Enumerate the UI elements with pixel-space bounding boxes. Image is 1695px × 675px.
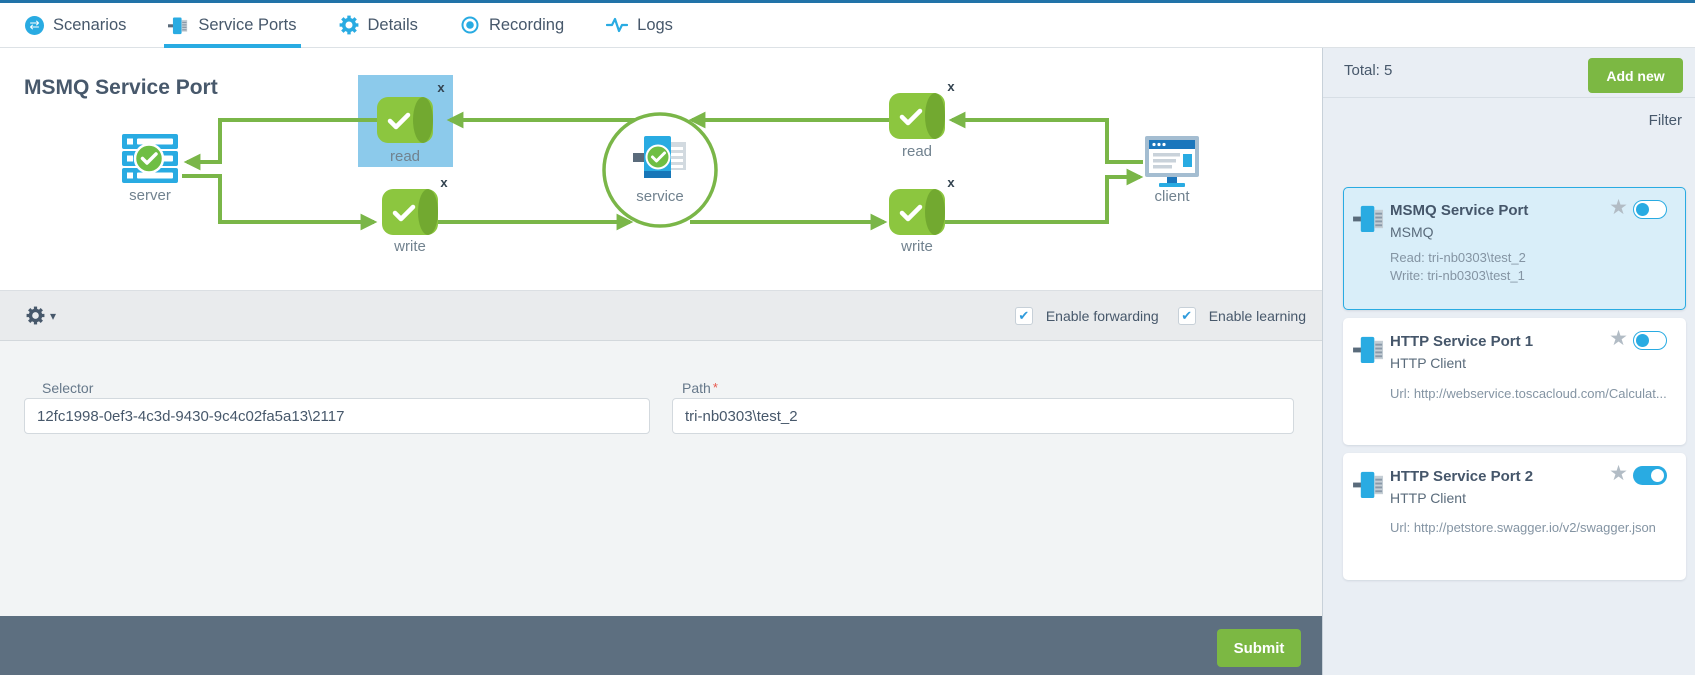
required-asterisk: *	[712, 380, 718, 395]
checkbox-check-icon: ✔	[1181, 308, 1193, 323]
toggle-knob	[1636, 333, 1649, 347]
client-icon	[1145, 136, 1199, 187]
service-port-card-http-2[interactable]: HTTP Service Port 2 HTTP Client Url: htt…	[1343, 453, 1686, 580]
diagram-toolbar: ▾ ✔ Enable forwarding ✔ Enable learning	[0, 290, 1322, 341]
server-icon	[120, 132, 180, 185]
flow-arrows	[182, 111, 1144, 231]
footer-bar: Submit	[0, 616, 1322, 675]
tab-label: Logs	[637, 15, 673, 34]
favorite-star-icon[interactable]: ★	[1609, 327, 1628, 350]
pulse-icon	[606, 17, 629, 33]
card-title: HTTP Service Port 2	[1390, 468, 1534, 485]
card-subtitle: HTTP Client	[1390, 355, 1466, 371]
queue-icon	[889, 93, 945, 139]
read-queue-left-node[interactable]: read	[377, 97, 433, 165]
record-icon	[461, 16, 479, 34]
card-write-path: Write: tri-nb0303\test_1	[1390, 268, 1525, 283]
selector-label: Selector	[42, 380, 94, 396]
service-port-plug-icon	[1353, 336, 1384, 364]
window-top-strip	[0, 0, 1695, 3]
write-right-label: write	[900, 238, 933, 255]
port-enabled-toggle[interactable]	[1633, 200, 1667, 219]
gear-icon	[26, 306, 45, 325]
remove-read-left-button[interactable]: x	[437, 80, 445, 95]
service-port-plug-icon	[1353, 471, 1384, 499]
arrow-write-right-to-client	[945, 168, 1144, 224]
service-label: service	[636, 188, 684, 205]
tab-logs[interactable]: Logs	[606, 3, 673, 48]
service-port-diagram: service server read x write x re	[120, 75, 1199, 255]
tab-label: Service Ports	[198, 15, 297, 34]
gear-icon	[338, 15, 359, 35]
filter-toggle[interactable]: Filter	[1648, 112, 1682, 129]
read-right-label: read	[902, 143, 932, 160]
checkbox-check-icon: ✔	[1018, 308, 1030, 323]
service-port-card-http-1[interactable]: HTTP Service Port 1 HTTP Client Url: htt…	[1343, 318, 1686, 445]
service-port-plug-icon	[1353, 205, 1384, 233]
card-title: HTTP Service Port 1	[1390, 333, 1534, 350]
read-queue-right-node[interactable]: read	[889, 93, 945, 160]
queue-icon	[889, 189, 945, 235]
tab-label: Recording	[488, 15, 565, 34]
enable-forwarding-label: Enable forwarding	[1045, 307, 1159, 324]
path-input[interactable]	[672, 398, 1294, 434]
port-enabled-toggle[interactable]	[1633, 331, 1667, 350]
favorite-star-icon[interactable]: ★	[1609, 462, 1628, 485]
toggle-knob	[1651, 469, 1664, 482]
enable-learning-label: Enable learning	[1208, 307, 1306, 324]
service-port-canvas: MSMQ Service Port service	[0, 48, 1322, 290]
total-count: Total: 5	[1344, 62, 1393, 79]
tab-recording[interactable]: Recording	[460, 3, 564, 48]
sidebar-divider	[1323, 97, 1695, 98]
read-left-label: read	[390, 148, 420, 165]
arrow-server-to-write-left	[182, 174, 378, 231]
remove-write-right-button[interactable]: x	[947, 175, 955, 190]
write-left-label: write	[393, 238, 426, 255]
client-node[interactable]: client	[1145, 136, 1199, 205]
settings-menu-button[interactable]: ▾	[26, 306, 56, 325]
tab-service-ports[interactable]: Service Ports	[164, 3, 301, 48]
port-enabled-toggle[interactable]	[1633, 466, 1667, 485]
submit-button[interactable]: Submit	[1217, 629, 1301, 667]
write-queue-right-node[interactable]: write	[889, 189, 945, 255]
toggle-knob	[1636, 202, 1649, 216]
card-url: Url: http://webservice.toscacloud.com/Ca…	[1390, 386, 1667, 401]
add-new-button[interactable]: Add new	[1588, 58, 1683, 93]
top-nav: ⇄ Scenarios Service Ports Details Record…	[0, 3, 1695, 48]
path-label: Path*	[682, 380, 718, 396]
service-port-card-msmq[interactable]: MSMQ Service Port MSMQ Read: tri-nb0303\…	[1343, 187, 1686, 310]
scenarios-swap-icon: ⇄	[25, 15, 44, 35]
queue-icon	[377, 97, 433, 143]
service-ports-sidebar: Total: 5 Add new Filter MSMQ Service Por…	[1322, 48, 1695, 675]
tab-label: Scenarios	[53, 15, 127, 34]
tab-label: Details	[367, 15, 418, 34]
server-node[interactable]: server	[120, 132, 180, 204]
selector-input[interactable]	[24, 398, 650, 434]
client-label: client	[1154, 188, 1190, 205]
enable-learning-checkbox[interactable]: ✔	[1177, 306, 1196, 325]
enable-forwarding-checkbox[interactable]: ✔	[1014, 306, 1033, 325]
arrow-client-to-read-right	[948, 111, 1143, 164]
card-url: Url: http://petstore.swagger.io/v2/swagg…	[1390, 520, 1656, 535]
queue-icon	[382, 189, 438, 235]
remove-read-right-button[interactable]: x	[947, 79, 955, 94]
card-subtitle: HTTP Client	[1390, 490, 1466, 506]
service-port-plug-icon	[168, 16, 188, 34]
tab-details[interactable]: Details	[338, 3, 418, 48]
page-title: MSMQ Service Port	[24, 76, 218, 99]
service-node[interactable]: service	[602, 112, 718, 228]
server-label: server	[129, 187, 171, 204]
favorite-star-icon[interactable]: ★	[1609, 196, 1628, 219]
tab-scenarios[interactable]: ⇄ Scenarios	[25, 3, 126, 48]
card-read-path: Read: tri-nb0303\test_2	[1390, 250, 1526, 265]
card-title: MSMQ Service Port	[1390, 202, 1529, 219]
chevron-down-icon: ▾	[50, 308, 57, 323]
toolbar-options: ✔ Enable forwarding ✔ Enable learning	[1014, 306, 1312, 325]
arrow-read-left-to-server	[183, 118, 377, 171]
write-queue-left-node[interactable]: write	[382, 189, 438, 255]
remove-write-left-button[interactable]: x	[440, 175, 448, 190]
card-subtitle: MSMQ	[1390, 224, 1434, 240]
service-port-form: Selector Path*	[0, 341, 1322, 616]
